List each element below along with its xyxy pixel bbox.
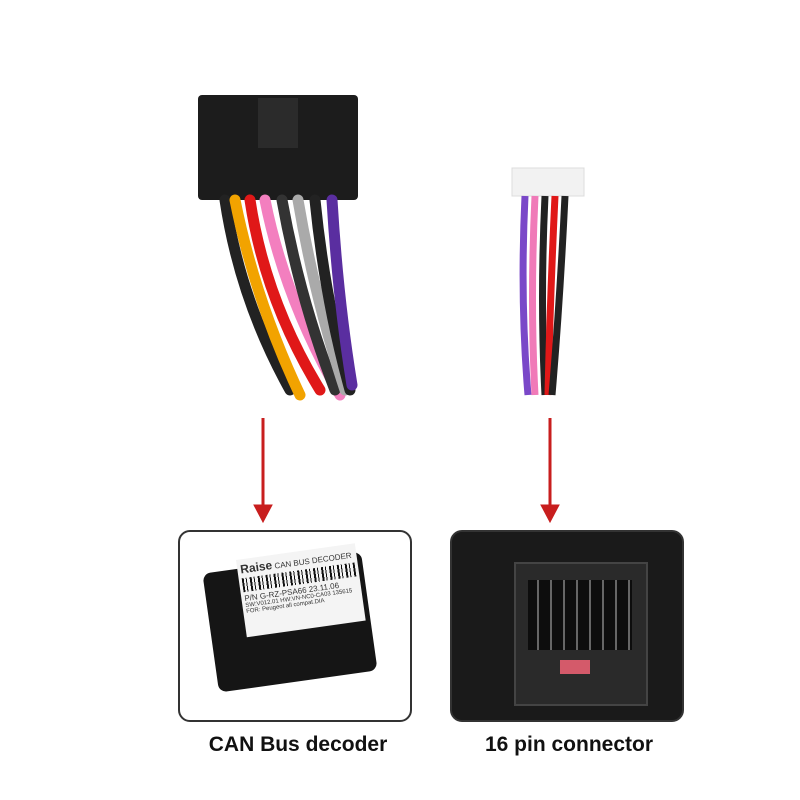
decoder-caption: CAN Bus decoder: [208, 733, 388, 756]
connector-socket: [514, 562, 648, 706]
connector-caption: 16 pin connector: [484, 733, 654, 756]
fuse: [560, 660, 590, 674]
connector-panel: [450, 530, 684, 722]
arrow-to-decoder: [253, 418, 273, 524]
large-connector: [198, 95, 358, 401]
arrow-to-connector: [540, 418, 560, 524]
pin-array: [528, 580, 632, 650]
decoder-label: Raise CAN BUS DECODER P/N G-RZ-PSA66 23.…: [236, 543, 366, 638]
small-connector: [511, 167, 585, 396]
